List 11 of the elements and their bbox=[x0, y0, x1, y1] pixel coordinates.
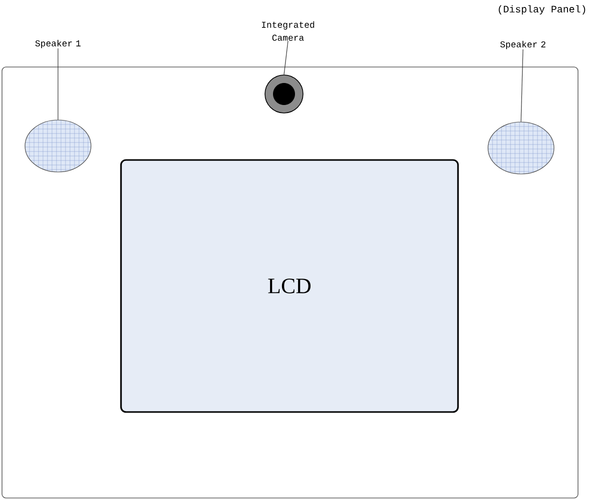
callout-label: Integrated Camera bbox=[262, 21, 314, 41]
lcd-screen: LCD bbox=[120, 159, 459, 413]
callout-label: Speaker 1 bbox=[35, 40, 81, 48]
speaker-grille bbox=[488, 122, 554, 174]
camera-lens bbox=[264, 74, 304, 114]
speaker-grille bbox=[24, 120, 92, 172]
display-panel bbox=[2, 66, 578, 498]
leader-line bbox=[284, 40, 288, 75]
leader-line bbox=[520, 49, 524, 122]
panel-title: (Display Panel) bbox=[498, 5, 586, 14]
callout-label: Speaker 2 bbox=[500, 40, 546, 50]
